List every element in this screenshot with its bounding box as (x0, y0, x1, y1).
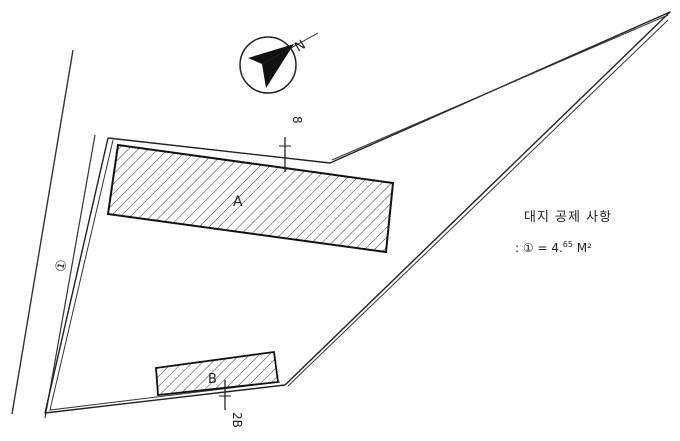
building-b (155, 350, 280, 396)
road-edge-line-outer (11, 49, 74, 415)
north-arrow: N (239, 32, 319, 94)
deduction-notes-title: 대지 공제 사항 (524, 210, 613, 225)
deduction-line-equals: = (533, 241, 552, 255)
compass-pointer-line (261, 32, 319, 65)
deduction-line-value: 4. (551, 241, 563, 255)
site-boundary-diagonal-stroke (287, 19, 669, 387)
deduction-line-number: ① (522, 241, 534, 255)
compass-north-label: N (293, 38, 309, 56)
deduction-notes-line: : ① = 4.65 M² (515, 240, 592, 255)
building-b-label: B (208, 372, 217, 387)
site-boundary (44, 11, 671, 414)
setback-label-bottom: 2B (230, 412, 244, 428)
compass-arrow-icon (248, 44, 294, 88)
setback-label-top: 8 (290, 116, 304, 124)
deduction-line-unit: M² (572, 241, 592, 255)
site-boundary-top-stroke (331, 14, 669, 161)
road-edge-line-inner (44, 134, 96, 419)
deduction-line-prefix: : (515, 241, 523, 255)
building-a (106, 143, 395, 254)
deduction-line-value-sup: 65 (562, 240, 573, 249)
building-a-label: A (233, 194, 243, 210)
compass-circle (239, 36, 297, 94)
boundary-label: ① (52, 258, 71, 274)
site-boundary-inner-stroke (49, 139, 281, 411)
